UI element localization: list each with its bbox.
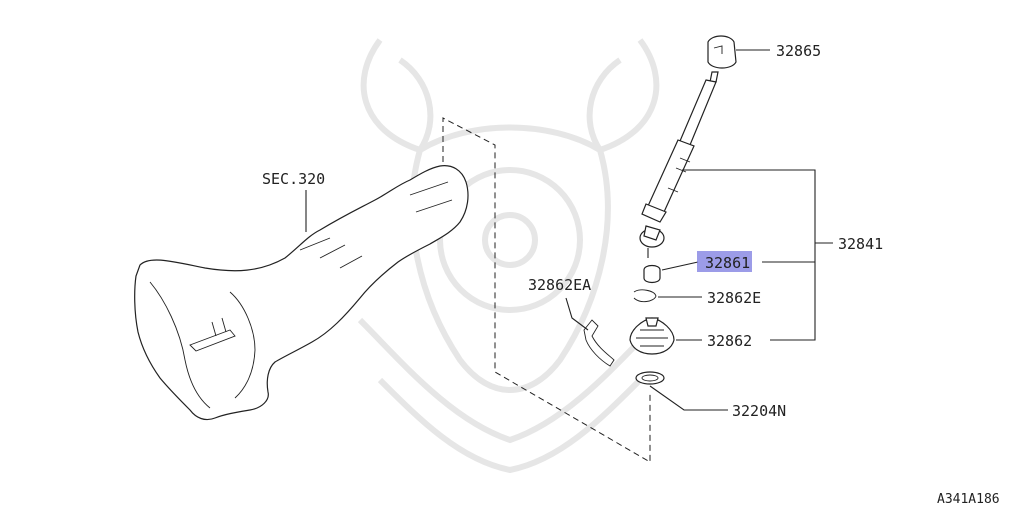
transmission-housing [134,165,469,421]
selected-part-highlight[interactable] [697,251,752,272]
label-32204N[interactable]: 32204N [732,402,786,420]
clip-32862E [633,289,657,303]
dust-boot-32862 [629,317,675,355]
leader-lines [565,49,833,411]
label-32862E[interactable]: 32862E [707,289,761,307]
watermark-emblem [357,38,663,474]
label-32841[interactable]: 32841 [838,235,883,253]
bracket-32862EA [583,319,615,367]
shift-lever-assembly [583,35,737,385]
seat-32861 [643,264,661,284]
label-32862[interactable]: 32862 [707,332,752,350]
label-32862EA[interactable]: 32862EA [528,276,591,294]
reference-code: A341A186 [937,492,1000,507]
label-sec-320: SEC.320 [262,170,325,188]
snap-ring-32204N [635,371,665,385]
reference-dashed-lines [442,117,651,463]
label-32861[interactable]: 32861 [705,254,750,272]
label-32865[interactable]: 32865 [776,42,821,60]
lever-boot [647,139,695,213]
